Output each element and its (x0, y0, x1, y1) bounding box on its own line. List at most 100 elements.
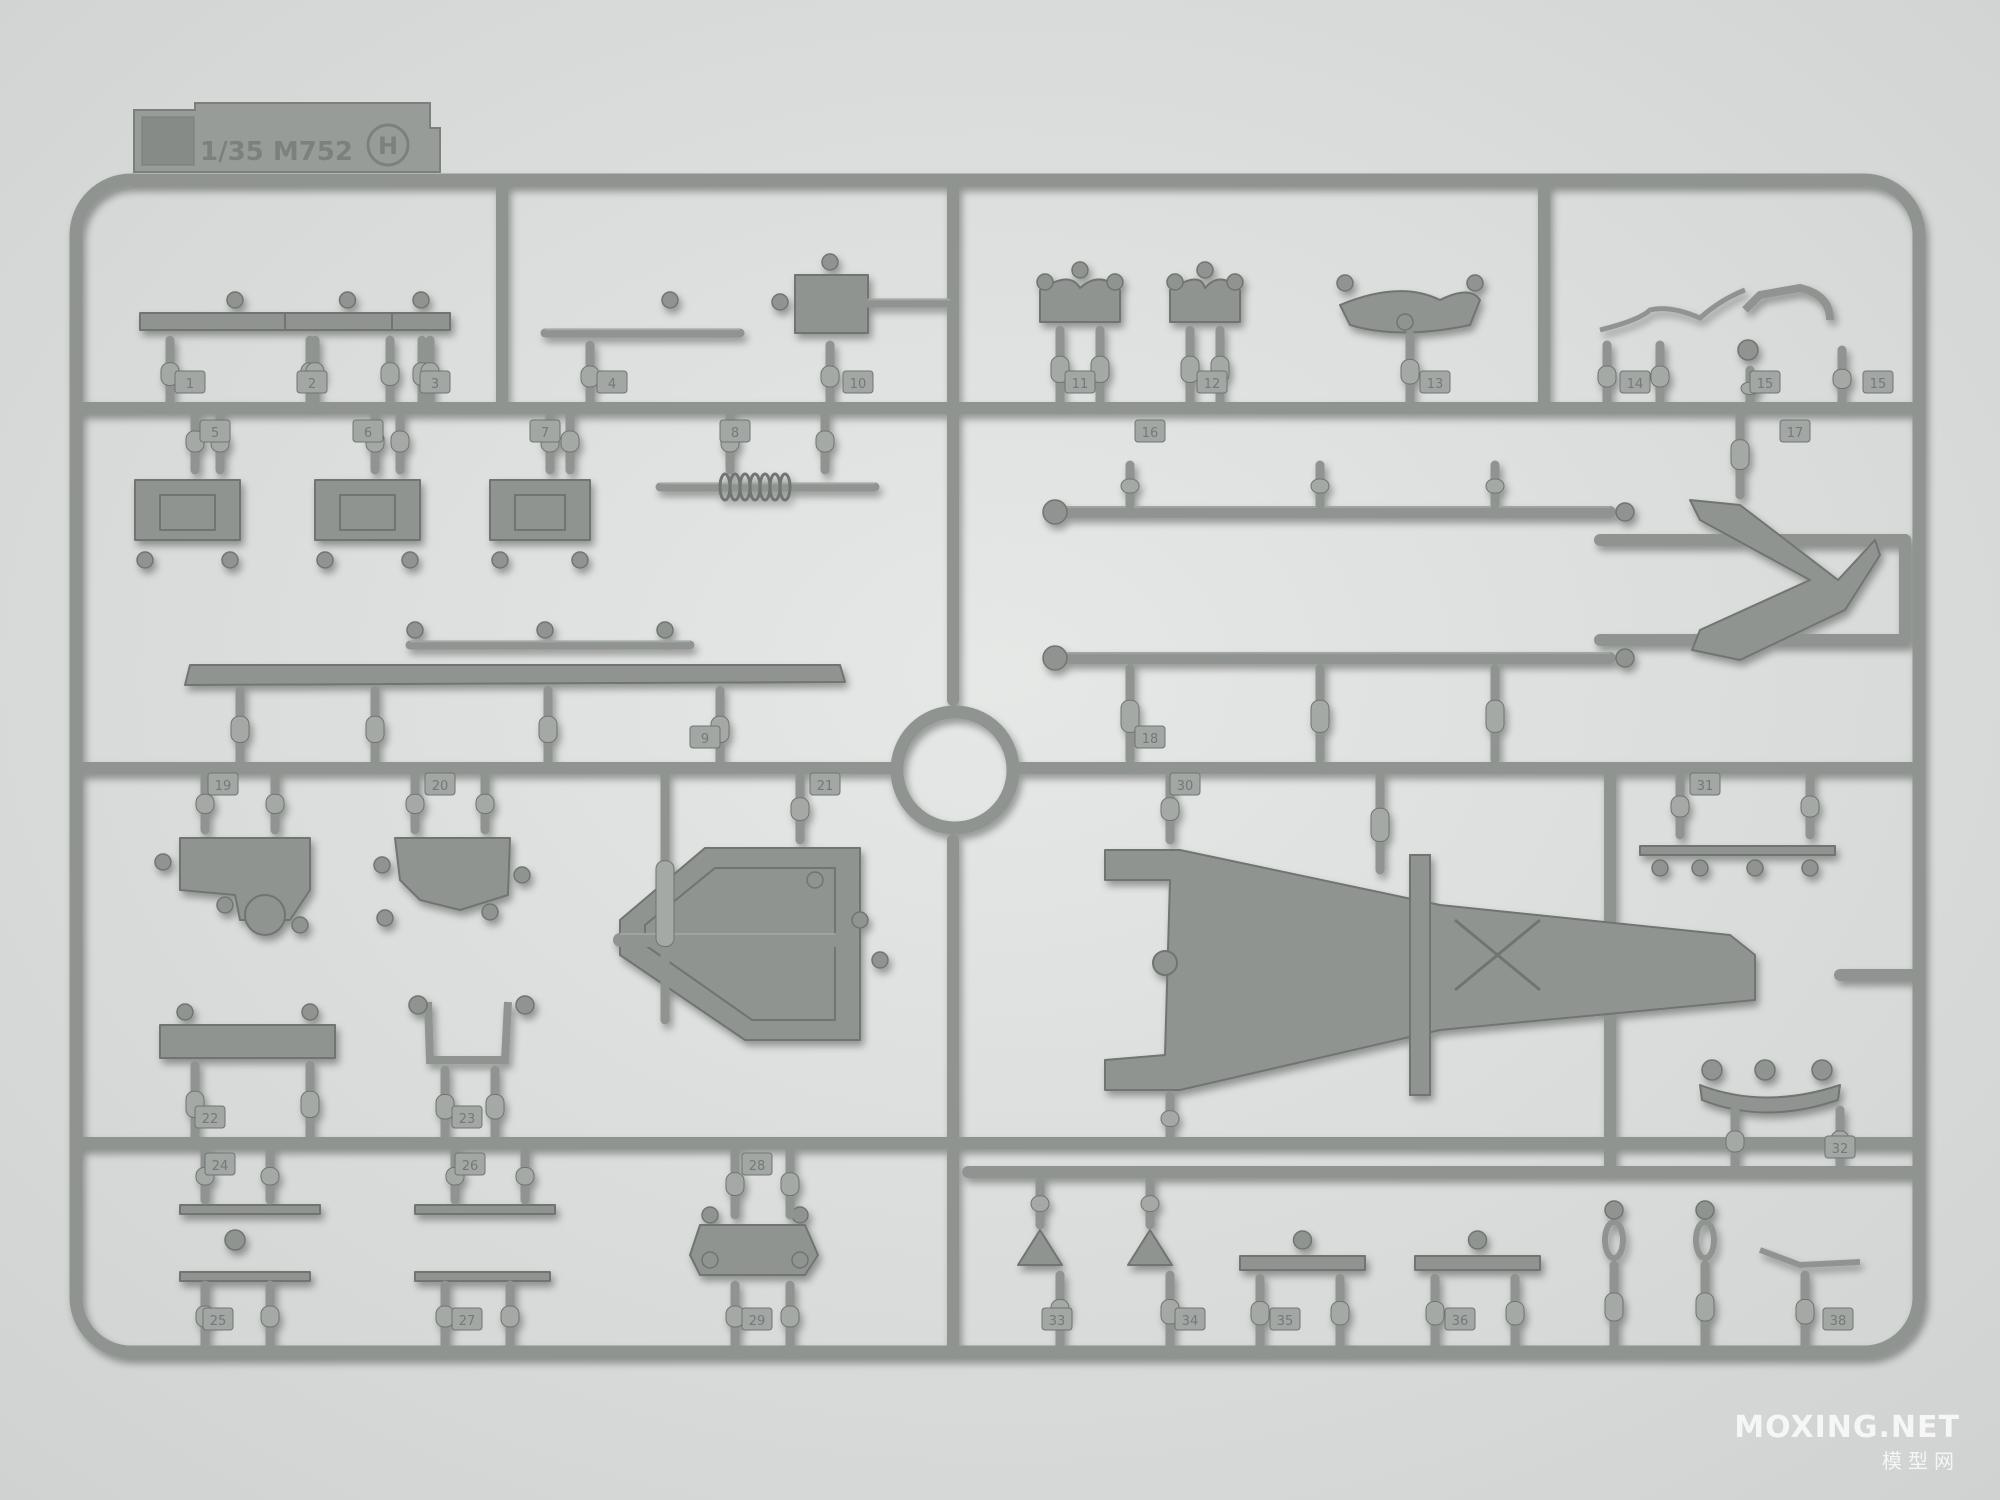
part-gear (244, 894, 286, 936)
part-number-tag-box (451, 1105, 483, 1129)
part-number-tag-box (842, 370, 874, 394)
part-number-tag: 22 (194, 1105, 226, 1129)
part-number-tag: 38 (1822, 1307, 1854, 1331)
gate-nub (260, 1167, 280, 1186)
gate-nub (435, 1305, 455, 1328)
part-number-label: 38 (1830, 1314, 1847, 1329)
part-number-tag: 32 (1824, 1135, 1856, 1159)
part-number-tag-box (1619, 370, 1651, 394)
part-ring-frame (689, 1224, 819, 1276)
part-number-label: 33 (1049, 1314, 1066, 1329)
part-number-label: 6 (364, 426, 372, 441)
ejector-pin-ball (536, 621, 554, 639)
part-number-tag-box (1269, 1307, 1301, 1331)
part-number-tag: 12 (1196, 370, 1228, 394)
gate-nub (725, 1172, 745, 1196)
spring-coil (778, 472, 792, 502)
part-number-tag: 36 (1444, 1307, 1476, 1331)
part-number-tag-box (296, 370, 328, 394)
part-number-label: 34 (1182, 1314, 1199, 1329)
gate-nub (1120, 478, 1140, 494)
part-strip (1639, 845, 1836, 856)
part-number-tag-box (1822, 1307, 1854, 1331)
ejector-pin-ball (821, 253, 839, 271)
part-number-tag-box (207, 772, 239, 796)
part-link (1693, 1219, 1717, 1261)
part-number-label: 31 (1697, 779, 1714, 794)
gate-nub (815, 430, 835, 453)
part-number-label: 2 (308, 377, 316, 392)
ejector-pin-ball (571, 551, 589, 569)
ejector-pin-ball (136, 551, 154, 569)
part-number-tag-box (424, 772, 456, 796)
manufacturer-logo-letter: H (378, 132, 398, 160)
part-frame-bracket (489, 479, 591, 541)
gate-nub (780, 1305, 800, 1328)
ejector-pin-ball (1651, 859, 1669, 877)
gate-nub (580, 365, 600, 388)
gate-nub (1180, 355, 1200, 383)
ejector-pin-ball (1336, 274, 1354, 292)
part-number-tag: 9 (689, 725, 721, 749)
gate-nub (195, 793, 215, 814)
ejector-pin-ball (481, 903, 499, 921)
part-block (794, 274, 869, 334)
ejector-pin-ball (221, 551, 239, 569)
ejector-pin-ball (1196, 261, 1214, 279)
ejector-pin-ball (1042, 499, 1068, 525)
part-number-label: 3 (431, 377, 439, 392)
gate-nub (380, 362, 400, 386)
part-number-tag-box (1196, 370, 1228, 394)
part-number-tag-box (194, 1105, 226, 1129)
gate-nub (1832, 368, 1852, 389)
ejector-pin-ball (1701, 1059, 1723, 1081)
part-link (1602, 1219, 1626, 1261)
part-number-tag: 18 (1134, 725, 1166, 749)
manufacturer-logo-icon (366, 123, 410, 167)
ejector-pin-ball (1737, 339, 1759, 361)
gate-nub (790, 797, 810, 821)
gate-nub (1485, 478, 1505, 494)
gate-nub (260, 1305, 280, 1328)
ejector-pin-ball (224, 1229, 246, 1251)
ejector-pin-ball (216, 896, 234, 914)
part-number-tag: 24 (204, 1152, 236, 1176)
gate-nub (1120, 699, 1140, 733)
part-number-label: 15 (1757, 377, 1774, 392)
gate-nub (230, 715, 250, 743)
gate-nub (1160, 1110, 1180, 1127)
watermark-main: MOXING.NET (1734, 1410, 1960, 1445)
ejector-pin-ball (806, 871, 824, 889)
gate-nub (655, 860, 675, 947)
gate-nub (560, 430, 580, 453)
ejector-pin-ball (408, 995, 428, 1015)
part-hook (1742, 283, 1834, 321)
part-number-tag-box (1134, 725, 1166, 749)
gate-nub (780, 1172, 800, 1196)
part-number-tag: 29 (741, 1307, 773, 1331)
sprue-id-tab: 1/35 M752 H (133, 102, 441, 173)
ejector-pin-ball (701, 1251, 719, 1269)
ejector-pin-ball (1226, 273, 1244, 291)
part-v-tube (1689, 499, 1881, 661)
part-number-label: 10 (850, 377, 867, 392)
gate-nub (725, 1305, 745, 1328)
part-thin-bar (179, 1271, 311, 1282)
part-plate (1414, 1255, 1541, 1271)
part-number-tag: 8 (719, 419, 751, 443)
sprue-scale-label: 1/35 M752 (200, 137, 353, 167)
gate-nub (1505, 1300, 1525, 1326)
gate-nub (485, 1094, 505, 1120)
gate-nub (500, 1305, 520, 1328)
gate-nub (1330, 1300, 1350, 1326)
ejector-pin-ball (301, 1003, 319, 1021)
part-number-label: 12 (1204, 377, 1221, 392)
part-plate (394, 837, 511, 911)
watermark: MOXING.NET 模型网 (1734, 1410, 1960, 1474)
ejector-pin-ball (1071, 261, 1089, 279)
part-thin-bar (179, 1204, 321, 1215)
part-number-label: 4 (608, 377, 616, 392)
ejector-pin-ball (851, 911, 869, 929)
gate-nub (1030, 1195, 1050, 1212)
